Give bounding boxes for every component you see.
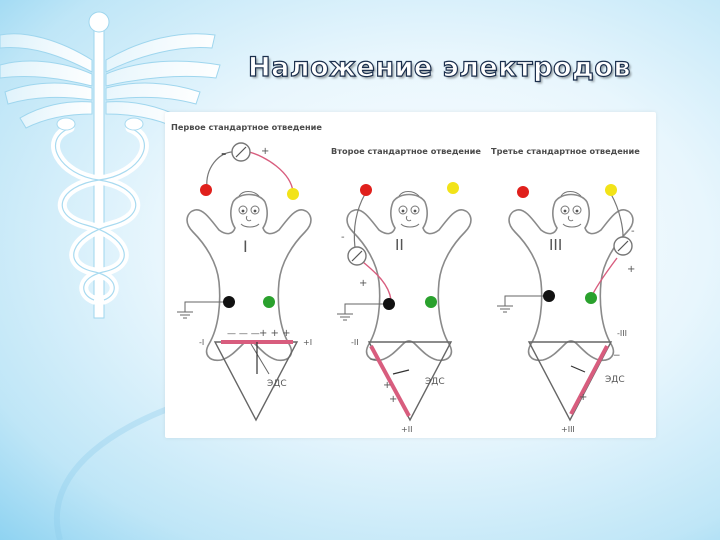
lead-1-diagram: I - + -I +I ЭДС — — — + + (177, 142, 312, 422)
svg-text:+: + (389, 394, 397, 405)
roman-2: II (395, 236, 404, 254)
lead-3-neg-label: -III (617, 329, 627, 338)
slide-title: Наложение электродов (247, 51, 631, 83)
lead-3-minus: - (631, 226, 635, 237)
lead-3-emf: ЭДС (605, 375, 625, 385)
lead-3-plus: + (627, 264, 635, 275)
electrode-black-right-leg (223, 296, 235, 308)
caption-lead-3: Третье стандартное отведение (491, 146, 640, 156)
lead-1-plus: + (261, 146, 269, 157)
lead-3-diagram: III - + -III +III ЭДС + − (497, 184, 635, 434)
svg-text:+ + +: + + + (259, 328, 291, 339)
svg-text:— — —: — — — (227, 329, 260, 339)
lead-2-emf: ЭДС (425, 377, 445, 387)
caption-lead-2: Второе стандартное отведение (331, 146, 481, 156)
lead-3-pos-label: +III (561, 425, 575, 434)
roman-3: III (549, 236, 562, 254)
caption-lead-1: Первое стандартное отведение (171, 122, 322, 132)
electrode-red-right-arm (200, 184, 212, 196)
svg-text:+: + (579, 392, 587, 403)
lead-2-minus: - (341, 232, 345, 243)
svg-text:−: − (613, 351, 621, 361)
lead-1-minus: - (221, 147, 226, 162)
lead-2-plus: + (359, 278, 367, 289)
svg-text:+: + (383, 380, 391, 391)
electrode-yellow-left-arm (287, 188, 299, 200)
lead-1-pos-label: +I (303, 338, 312, 347)
roman-1: I (243, 237, 248, 256)
leads-illustration: I - + -I +I ЭДС — — — + + (177, 142, 635, 434)
electrode-green-left-leg (263, 296, 275, 308)
lead-2-pos-label: +II (401, 425, 412, 434)
electrode-placement-figure: Первое стандартное отведение Второе стан… (165, 112, 656, 438)
caduceus-logo (0, 11, 221, 540)
lead-1-emf: ЭДС (267, 379, 287, 389)
svg-text:−: − (369, 355, 377, 365)
lead-1-neg-label: -I (199, 338, 204, 347)
lead-2-neg-label: -II (351, 338, 359, 347)
lead-2-diagram: II - + -II +II ЭДС + + − (337, 182, 472, 434)
